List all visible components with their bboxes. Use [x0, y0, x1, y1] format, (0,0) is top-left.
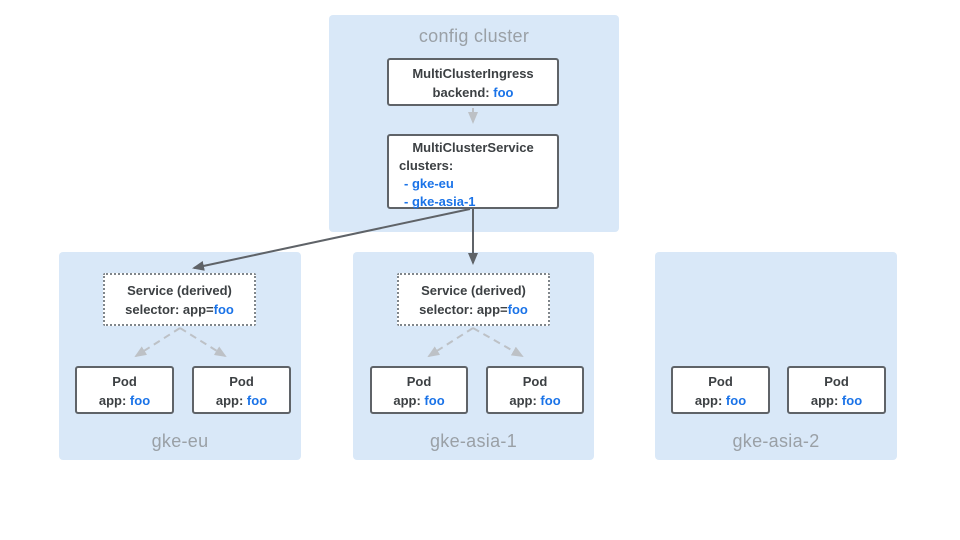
selector-value: foo — [507, 302, 528, 317]
multi-cluster-ingress-title: MultiClusterIngress — [412, 66, 534, 81]
selector-label: selector: app= — [125, 302, 214, 317]
multi-cluster-ingress-backend: backend: foo — [389, 83, 557, 102]
pod-title: Pod — [824, 374, 849, 389]
derived-service-selector: selector: app=foo — [105, 300, 254, 319]
derived-service-box-gke-eu: Service (derived) selector: app=foo — [103, 273, 256, 326]
pod-title: Pod — [112, 374, 137, 389]
pod-app-value: foo — [540, 393, 561, 408]
pod-app: app: foo — [673, 391, 768, 410]
selector-label: selector: app= — [419, 302, 508, 317]
pod-app: app: foo — [194, 391, 289, 410]
cluster-list-item: - gke-eu — [404, 176, 454, 191]
cluster-gke-asia-2-title: gke-asia-2 — [732, 431, 820, 451]
config-cluster-title: config cluster — [418, 26, 530, 46]
pod-app-label: app: — [509, 393, 541, 408]
pod-box: Pod app: foo — [75, 366, 174, 414]
cluster-list-item: - gke-asia-1 — [404, 194, 476, 209]
pod-title: Pod — [229, 374, 254, 389]
pod-box: Pod app: foo — [671, 366, 770, 414]
backend-value: foo — [493, 85, 514, 100]
pod-app: app: foo — [77, 391, 172, 410]
pod-app-label: app: — [694, 393, 726, 408]
pod-box: Pod app: foo — [787, 366, 886, 414]
pod-app-label: app: — [98, 393, 130, 408]
pod-app-value: foo — [725, 393, 747, 408]
cluster-gke-eu-title: gke-eu — [151, 431, 209, 451]
pod-app: app: foo — [488, 391, 582, 410]
pod-title: Pod — [406, 374, 432, 389]
pod-app: app: foo — [372, 391, 466, 410]
pod-app-label: app: — [393, 393, 425, 408]
clusters-label: clusters: — [399, 158, 454, 173]
pod-box: Pod app: foo — [192, 366, 291, 414]
cluster-gke-asia-1-title: gke-asia-1 — [429, 431, 518, 451]
multi-cluster-service-box: MultiClusterService clusters: - gke-eu -… — [387, 134, 559, 209]
derived-service-box-gke-asia-1: Service (derived) selector: app=foo — [397, 273, 550, 326]
derived-service-title: Service (derived) — [127, 283, 232, 298]
pod-box: Pod app: foo — [486, 366, 584, 414]
pod-app-value: foo — [129, 393, 151, 408]
cluster-gke-asia-2-container — [655, 252, 897, 460]
derived-service-title: Service (derived) — [421, 283, 526, 298]
multi-cluster-ingress-box: MultiClusterIngress backend: foo — [387, 58, 559, 106]
pod-title: Pod — [522, 374, 548, 389]
pod-app-value: foo — [246, 393, 268, 408]
pod-app-label: app: — [810, 393, 842, 408]
backend-label: backend: — [432, 85, 494, 100]
pod-app-label: app: — [215, 393, 247, 408]
pod-title: Pod — [708, 374, 733, 389]
pod-box: Pod app: foo — [370, 366, 468, 414]
derived-service-selector: selector: app=foo — [399, 300, 548, 319]
multi-cluster-service-title: MultiClusterService — [412, 140, 534, 155]
pod-app-value: foo — [841, 393, 863, 408]
pod-app: app: foo — [789, 391, 884, 410]
selector-value: foo — [213, 302, 234, 317]
pod-app-value: foo — [424, 393, 445, 408]
